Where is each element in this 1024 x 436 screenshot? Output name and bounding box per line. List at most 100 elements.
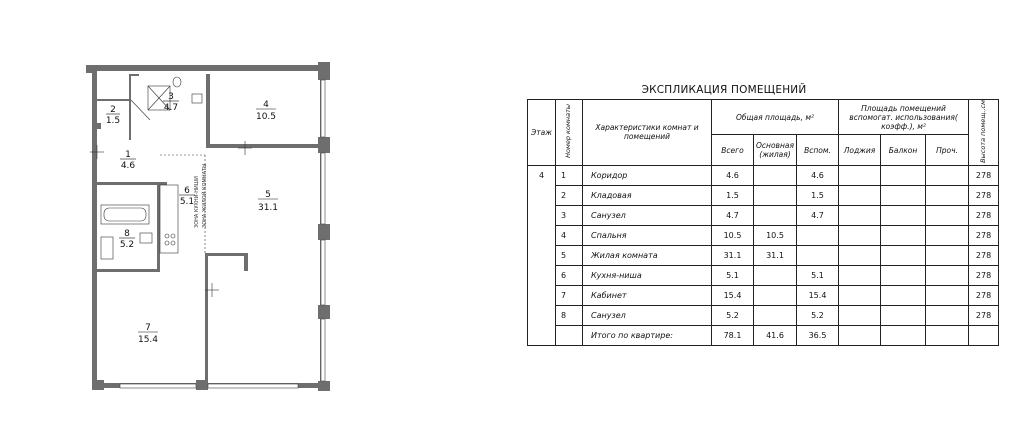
cell-balcony [880,324,927,346]
room-number: 3 [168,92,174,102]
cell-height: 278 [968,264,1000,286]
room-1-label: 1 4.6 [120,150,136,171]
room-number: 1 [125,150,131,160]
explication-table: Этаж Номер комнаты Характеристики комнат… [527,98,1000,346]
cell-name: Санузел [582,204,712,226]
cell-main [753,204,797,226]
room-number: 7 [145,323,151,333]
totals-aux: 36.5 [795,324,840,346]
cell-loggia [838,244,882,266]
cell-total: 5.1 [711,264,754,286]
room-number: 5 [265,190,271,200]
table-row: 3 Санузел 4.7 4.7 278 [528,204,1000,226]
cell-balcony [880,224,927,246]
header-total: Всего [711,134,754,166]
room-area: 4.7 [164,103,178,113]
cell-other [925,224,970,246]
cell-height: 278 [968,204,1000,226]
cell-aux: 15.4 [795,284,840,306]
cell-height: 278 [968,184,1000,206]
room-area: 4.6 [121,161,136,171]
room-area: 10.5 [256,112,276,122]
cell-aux: 5.2 [795,304,840,326]
cell-height [968,324,1000,346]
room-3-label: 3 4.7 [163,92,179,113]
table-row: 4 Спальня 10.5 10.5 278 [528,224,1000,246]
table-row: 8 Санузел 5.2 5.2 278 [528,304,1000,326]
cell-no: 2 [555,184,583,206]
room-area: 5.2 [120,240,134,250]
header-main: Основная (жилая) [753,134,797,166]
totals-total: 78.1 [711,324,754,346]
cell-aux: 5.1 [795,264,840,286]
header-other: Проч. [925,134,970,166]
cell-main [753,164,797,186]
table-row: 6 Кухня-ниша 5.1 5.1 278 [528,264,1000,286]
totals-row: Итого по квартире: 78.1 41.6 36.5 [528,324,1000,346]
room-4-label: 4 10.5 [256,100,276,122]
cell-total: 5.2 [711,304,754,326]
cell-loggia [838,304,882,326]
zone-labels: ЗОНА КУХНИ-НИШИ ЗОНА ЖИЛОЙ КОМНАТЫ [194,163,208,228]
table-row: 4 1 Коридор 4.6 4.6 278 [527,164,1000,346]
room-number: 8 [124,229,130,239]
header-room-no: Номер комнаты [555,99,583,166]
cell-no: 6 [555,264,583,286]
cell-no: 5 [555,244,583,266]
cell-total: 10.5 [711,224,754,246]
floor-plan: ЗОНА КУХНИ-НИШИ ЗОНА ЖИЛОЙ КОМНАТЫ 1 4.6… [86,62,330,391]
cell-balcony [880,284,927,306]
totals-main: 41.6 [753,324,797,346]
cell-height: 278 [968,244,1000,266]
cell-balcony [880,264,927,286]
cell-name: Кабинет [582,284,712,306]
cell-other [925,284,970,306]
cell-no [555,324,583,346]
cell-loggia [838,324,882,346]
cell-loggia [838,204,882,226]
interior-walls [97,74,320,383]
cell-balcony [880,204,927,226]
table-row: 7 Кабинет 15.4 15.4 278 [528,284,1000,306]
cell-total: 4.6 [711,164,754,186]
cell-no: 7 [555,284,583,306]
header-aux-area: Площадь помещений вспомогат. использован… [838,98,970,136]
room-7-label: 7 15.4 [138,323,158,345]
cell-name: Кладовая [582,184,712,206]
cell-main: 10.5 [753,224,797,246]
cell-no: 4 [555,224,583,246]
cell-main [753,184,797,206]
cell-no: 3 [555,204,583,226]
cell-total: 4.7 [711,204,754,226]
cell-main [753,304,797,326]
cell-aux [795,244,840,266]
cell-height: 278 [968,224,1000,246]
header-characteristics: Характеристики комнат и помещений [582,99,712,166]
cell-name: Жилая комната [582,244,712,266]
room-2-label: 2 1.5 [106,105,120,126]
cell-balcony [880,164,927,186]
header-loggia: Лоджия [838,134,882,166]
cell-height: 278 [968,164,1000,186]
zone-label-kitchen: ЗОНА КУХНИ-НИШИ [194,176,200,228]
cell-aux: 4.7 [795,204,840,226]
cell-main [753,264,797,286]
room-number: 4 [263,100,269,110]
room-area: 5.1 [180,197,194,207]
explication-title: ЭКСПЛИКАЦИЯ ПОМЕЩЕНИЙ [641,84,807,96]
room-area: 15.4 [138,335,158,345]
header-room-no-text: Номер комнаты [564,104,573,159]
cell-total: 31.1 [711,244,754,266]
cell-aux [795,224,840,246]
header-height: Высота помещ.,см [968,99,1000,166]
table-row: 5 Жилая комната 31.1 31.1 278 [528,244,1000,266]
cell-balcony [880,184,927,206]
cell-total: 1.5 [711,184,754,206]
room-area: 31.1 [258,203,278,213]
room-6-label: 6 5.1 [179,186,195,207]
cell-main [753,284,797,306]
cell-total: 15.4 [711,284,754,306]
windows [119,79,326,389]
cell-other [925,324,970,346]
cell-height: 278 [968,284,1000,306]
